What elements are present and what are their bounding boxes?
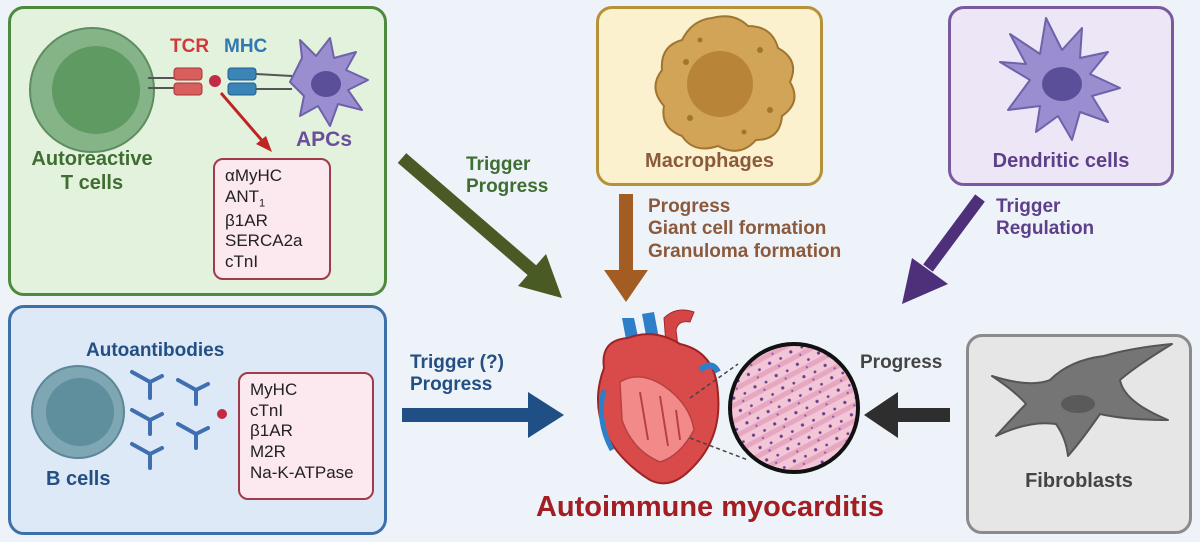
tcr-label: TCR — [170, 36, 210, 57]
heart-icon — [597, 309, 721, 485]
tcell-antigen-list: αMyHC ANT1 β1AR SERCA2a cTnI — [213, 158, 331, 280]
dendritic-arrow-icon — [902, 194, 985, 304]
zoom-line-bottom — [689, 437, 749, 461]
antigen-arrow-icon — [219, 92, 272, 152]
macrophage-effect-item: Giant cell formation — [648, 218, 827, 240]
antigen-peptide-icon — [209, 75, 221, 87]
bcell-antigen-list: MyHC cTnI β1AR M2R Na-K-ATPase — [238, 372, 374, 500]
bcell-arrow-label-line1: Trigger (?) — [410, 352, 504, 373]
tcell-arrow-label-line1: Trigger — [466, 154, 531, 175]
bcell-antigen-item: cTnI — [250, 400, 284, 420]
dendritic-arrow-label-line1: Trigger — [996, 196, 1061, 217]
ant-subscript: 1 — [259, 197, 266, 210]
bcell-antigen-item: Na-K-ATPase — [250, 462, 354, 482]
tcell-antigen-item: αMyHC — [225, 166, 283, 185]
tcell-antigen-item: SERCA2a — [225, 231, 303, 251]
dendritic-arrow-label-line2: Regulation — [996, 218, 1095, 240]
macrophage-title: Macrophages — [645, 150, 774, 172]
fibroblast-arrow-label: Progress — [860, 352, 943, 373]
bcell-antigen-item: MyHC — [250, 380, 298, 399]
tcell-arrow-label: Trigger Progress — [466, 154, 548, 199]
apcs-label: APCs — [296, 128, 353, 151]
fibroblast-arrow-icon — [864, 392, 950, 438]
fibroblast-title: Fibroblasts — [1025, 470, 1133, 492]
bcell-arrow-label-line2: Progress — [410, 374, 493, 396]
tcell-label: Autoreactive T cells — [22, 148, 162, 195]
tcell-antigen-item: ANT1 — [225, 187, 319, 211]
tcell-antigen-item: cTnI — [225, 252, 259, 271]
bcell-antigen-item: β1AR — [250, 421, 293, 441]
macrophage-effect-item: Progress — [648, 196, 731, 217]
tcell-arrow-label-line2: Progress — [466, 176, 549, 198]
mhc-receptor-icon — [227, 67, 293, 96]
zoom-line-top — [689, 363, 739, 399]
macrophage-effect-item: Granuloma formation — [648, 240, 842, 262]
center-title: Autoimmune myocarditis — [535, 491, 885, 523]
autoantigen-icon — [217, 409, 227, 419]
autoantibodies-label: Autoantibodies — [86, 340, 225, 361]
antibody-icons — [130, 370, 210, 470]
tcr-receptor-icon — [148, 67, 203, 96]
bcell-icon — [31, 365, 125, 459]
bcell-antigen-item: M2R — [250, 442, 286, 462]
macrophage-icon — [654, 15, 796, 152]
bcell-arrow-icon — [402, 392, 564, 438]
tcell-icon — [29, 27, 155, 153]
mhc-label: MHC — [224, 36, 268, 57]
tcell-label-line2: T cells — [60, 171, 124, 194]
histology-zoom-icon — [728, 342, 860, 474]
apc-icon — [289, 37, 369, 127]
tcell-label-line1: Autoreactive — [31, 148, 153, 170]
tcell-antigen-item: β1AR — [225, 210, 268, 230]
fibroblast-icon — [991, 343, 1173, 457]
tcell-arrow-icon — [397, 153, 562, 298]
dendritic-cell-icon — [999, 17, 1121, 141]
bcells-label: B cells — [46, 468, 111, 490]
dendritic-arrow-label: Trigger Regulation — [996, 196, 1094, 241]
ant-label: ANT — [225, 186, 259, 206]
macrophage-arrow-icon — [604, 194, 648, 302]
dendritic-title: Dendritic cells — [992, 150, 1130, 172]
bcell-arrow-label: Trigger (?) Progress — [410, 352, 504, 397]
macrophage-effects: Progress Giant cell formation Granuloma … — [648, 196, 841, 263]
